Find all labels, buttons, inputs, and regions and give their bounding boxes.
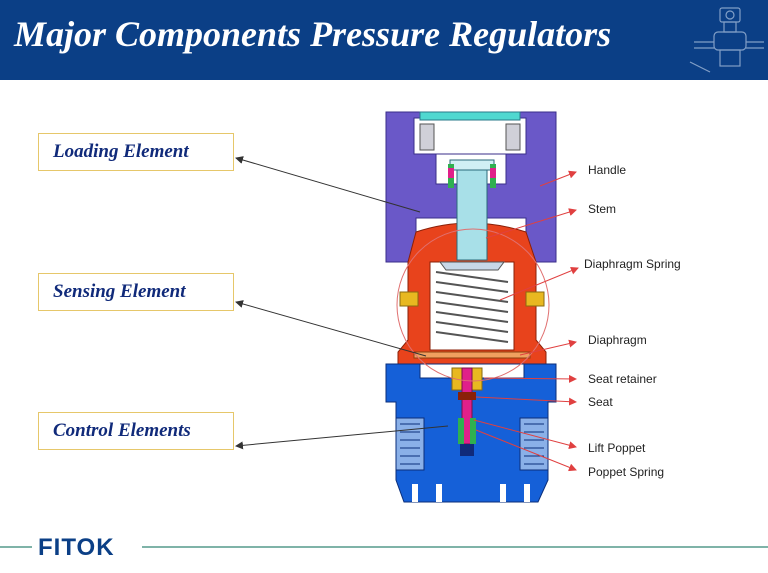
footer-rule-right	[142, 546, 768, 548]
label-stem: Stem	[588, 202, 616, 216]
label-seat-retainer: Seat retainer	[588, 372, 657, 386]
arrow-loading	[235, 156, 421, 213]
label-poppet-spring: Poppet Spring	[588, 465, 664, 479]
brand-logo-text: FITOK	[38, 534, 115, 561]
label-diaphragm: Diaphragm	[588, 333, 647, 347]
regulator-sketch-icon	[689, 7, 764, 73]
callout-sensing-element: Sensing Element	[38, 273, 234, 311]
callout-loading-element: Loading Element	[38, 133, 234, 171]
diaphragm-part	[413, 351, 531, 359]
label-handle: Handle	[588, 163, 626, 177]
label-seat: Seat	[588, 395, 613, 409]
poppet-spring-part	[460, 444, 474, 456]
seat-part	[458, 392, 476, 400]
footer-rule-left	[0, 546, 32, 548]
header-bar: Major Components Pressure Regulators	[0, 0, 768, 80]
stem-part	[456, 159, 488, 261]
slide-title: Major Components Pressure Regulators	[14, 14, 612, 54]
arrow-control	[235, 425, 449, 450]
callout-control-elements: Control Elements	[38, 412, 234, 450]
label-lift-poppet: Lift Poppet	[588, 441, 646, 455]
focus-circle	[396, 228, 550, 382]
label-diaphragm-spring: Diaphragm Spring	[584, 257, 681, 271]
arrow-sensing	[235, 300, 427, 357]
diaphragm-spring-part	[435, 271, 509, 343]
